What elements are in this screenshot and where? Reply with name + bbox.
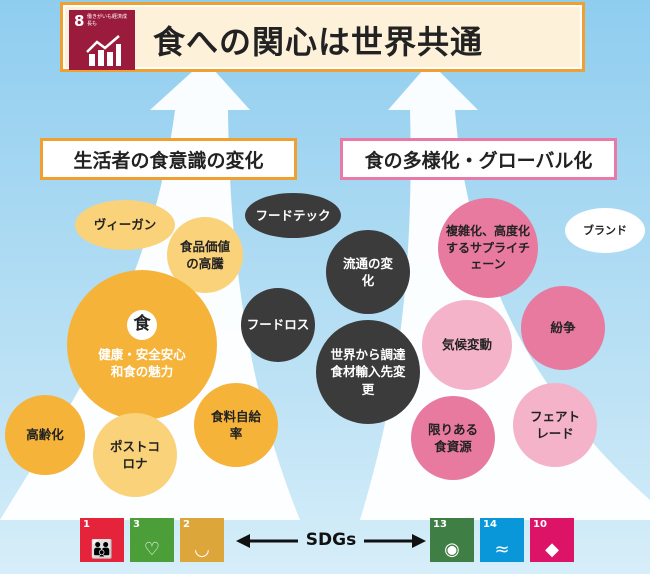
sdg-1-icon: 1👪 xyxy=(80,518,124,562)
sdg-number: 13 xyxy=(433,519,447,530)
heartbeat-icon: ♡ xyxy=(143,539,161,560)
bubble-postcorona: ポストコロナ xyxy=(93,413,177,497)
food-icon: 食 xyxy=(127,309,157,340)
bubble-aging: 高齢化 xyxy=(5,395,85,475)
bubble-import: 世界から調達食材輸入先変更 xyxy=(316,320,420,424)
bubble-fairtrade: フェアトレード xyxy=(513,383,597,467)
sdg-number: 2 xyxy=(183,519,190,530)
sdg-number: 1 xyxy=(83,519,90,530)
main-line-2: 和食の魅力 xyxy=(110,364,174,379)
sdgs-label: SDGs xyxy=(305,530,357,550)
bubble-resources: 限りある食資源 xyxy=(411,396,495,480)
sdgs-double-arrow xyxy=(236,534,426,548)
bubble-brand: ブランド xyxy=(565,208,645,253)
bubble-main: 食 健康・安全安心 和食の魅力 xyxy=(67,270,217,420)
bubble-conflict: 紛争 xyxy=(521,286,605,370)
bubble-foodloss: フードロス xyxy=(241,288,315,362)
right-heading: 食の多様化・グローバル化 xyxy=(340,138,617,180)
sdg-13-icon: 13 ◉ xyxy=(430,518,474,562)
sdg-8-icon: 8 働きがいも経済成長も xyxy=(69,10,135,70)
sdg-10-icon: 10 ◆ xyxy=(530,518,574,562)
chart-growth-icon xyxy=(86,35,121,66)
sdg-number: 14 xyxy=(483,519,497,530)
equality-icon: ◆ xyxy=(545,539,559,560)
title-banner: 8 働きがいも経済成長も 食への関心は世界共通 xyxy=(60,2,585,72)
bubble-foodtech: フードテック xyxy=(245,193,341,238)
left-heading: 生活者の食意識の変化 xyxy=(40,138,297,180)
bubble-supplychain: 複雑化、高度化するサプライチェーン xyxy=(438,198,538,298)
family-icon: 👪 xyxy=(90,539,114,560)
bubble-price: 食品価値の高騰 xyxy=(167,217,243,293)
bowl-icon: ◡ xyxy=(194,539,210,560)
bubble-selfsufficiency: 食料自給率 xyxy=(194,383,278,467)
sdg-number: 10 xyxy=(533,519,547,530)
sdg-14-icon: 14 ≈ xyxy=(480,518,524,562)
bubble-climate: 気候変動 xyxy=(422,300,512,390)
bubble-distribution: 流通の変化 xyxy=(326,230,410,314)
sdg-number: 8 xyxy=(74,12,85,30)
bubble-vegan: ヴィーガン xyxy=(75,200,175,250)
page-title: 食への関心は世界共通 xyxy=(153,23,484,61)
fish-icon: ≈ xyxy=(494,539,510,560)
sdg-label: 働きがいも経済成長も xyxy=(87,14,128,27)
sdg-3-icon: 3♡ xyxy=(130,518,174,562)
sdg-number: 3 xyxy=(133,519,140,530)
eye-globe-icon: ◉ xyxy=(444,539,460,560)
sdg-2-icon: 2◡ xyxy=(180,518,224,562)
main-line-1: 健康・安全安心 xyxy=(98,346,186,362)
